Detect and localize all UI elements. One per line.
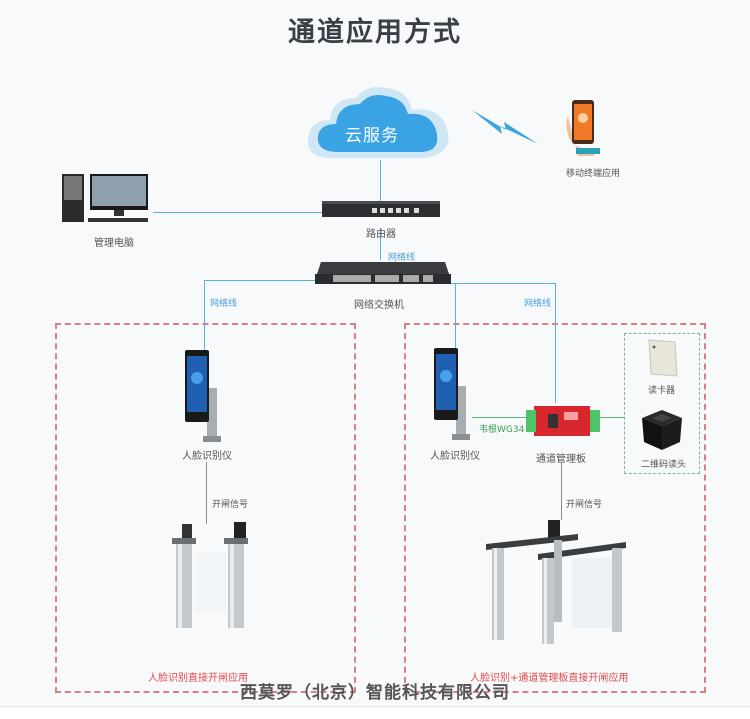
qr-code-reader-icon: [642, 410, 682, 450]
face-terminal-left-label: 人脸识别仪: [182, 451, 232, 462]
gate-signal-left-label: 开闸信号: [212, 500, 249, 510]
switch-right-h: [445, 283, 555, 284]
pc-router-line: [153, 212, 323, 213]
switch-label: 网络交换机: [354, 300, 404, 311]
switch-right-v2: [555, 283, 556, 403]
mobile-phone-icon: [566, 100, 600, 156]
wiegand-label: 韦根WG34: [479, 425, 525, 435]
gate-signal-right-line: [561, 462, 562, 520]
cloud-label: 云服务: [345, 126, 399, 146]
card-reader-icon: [648, 339, 678, 377]
switch-left-v: [204, 280, 205, 350]
gate-signal-left-line: [206, 462, 207, 524]
board-label: 通道管理板: [536, 454, 586, 465]
face-terminal-right-icon: [434, 348, 470, 440]
cloud-router-line: [380, 160, 381, 204]
scenario-box-left: [55, 323, 356, 693]
turnstile-gate-left-icon: [172, 522, 248, 628]
bottom-strip: [0, 706, 750, 719]
wiegand-line: [472, 417, 528, 418]
admin-pc-label: 管理电脑: [94, 238, 134, 249]
board-reader-line: [598, 417, 624, 418]
mobile-label: 移动终端应用: [566, 169, 621, 179]
qr-code-reader-label: 二维码读头: [641, 460, 687, 470]
company-watermark: 西莫罗（北京）智能科技有限公司: [240, 683, 510, 703]
turnstile-gate-right-icon: [486, 520, 626, 644]
reader-group-box: [624, 333, 700, 474]
face-terminal-right-label: 人脸识别仪: [430, 451, 480, 462]
gate-signal-right-label: 开闸信号: [566, 500, 603, 510]
admin-pc-icon: [62, 174, 148, 222]
switch-left-h: [204, 280, 318, 281]
page-title: 通道应用方式: [288, 17, 462, 48]
scenario-left-label: 人脸识别直接开闸应用: [148, 673, 248, 684]
scenario-right-label: 人脸识别+通道管理板直接开闸应用: [470, 673, 629, 684]
router-icon: [322, 201, 440, 217]
card-reader-label: 读卡器: [648, 386, 676, 396]
router-label: 路由器: [366, 229, 396, 240]
wireless-signal-icon: [472, 110, 538, 144]
switch-right-line-label: 网络线: [524, 299, 552, 309]
face-terminal-left-icon: [185, 350, 221, 442]
router-switch-line: [380, 228, 381, 260]
cloud-icon: [307, 87, 449, 158]
switch-left-line-label: 网络线: [210, 299, 238, 309]
channel-control-board-icon: [526, 406, 600, 436]
switch-right-v1: [455, 283, 456, 349]
network-switch-icon: [315, 262, 451, 284]
router-switch-line-label: 网络线: [388, 253, 416, 263]
